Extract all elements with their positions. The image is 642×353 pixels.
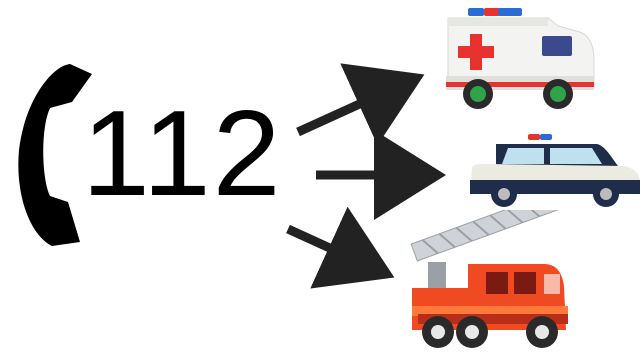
arrow-to-fire-truck xyxy=(286,206,395,289)
fire-truck-icon xyxy=(410,210,568,348)
arrow-to-ambulance xyxy=(296,63,425,146)
emergency-number: 112 xyxy=(82,85,283,221)
ambulance-icon xyxy=(446,8,595,109)
police-car-icon xyxy=(470,134,640,207)
